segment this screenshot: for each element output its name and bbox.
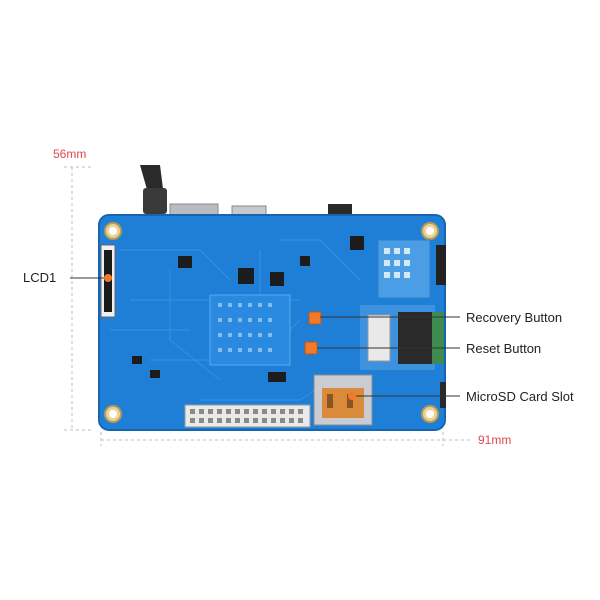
callout-dots [104,274,356,400]
gpio-header [184,404,311,428]
power-cable [140,165,167,214]
lcd-callout-label: LCD1 [23,270,57,285]
microsd-slot [313,374,373,426]
width-dimension-label: 91mm [478,433,512,447]
recovery-button-label: Recovery Button [466,310,563,325]
reset-button-label: Reset Button [466,341,542,356]
ethernet-port [377,239,446,299]
usb-port-right [360,305,444,370]
mounting-holes [104,222,439,423]
chips [132,236,364,382]
microsd-slot-label: MicroSD Card Slot [466,389,574,404]
height-dimension-label: 56mm [53,147,87,161]
dimension-guides [64,166,470,446]
leader-lines [70,277,460,397]
